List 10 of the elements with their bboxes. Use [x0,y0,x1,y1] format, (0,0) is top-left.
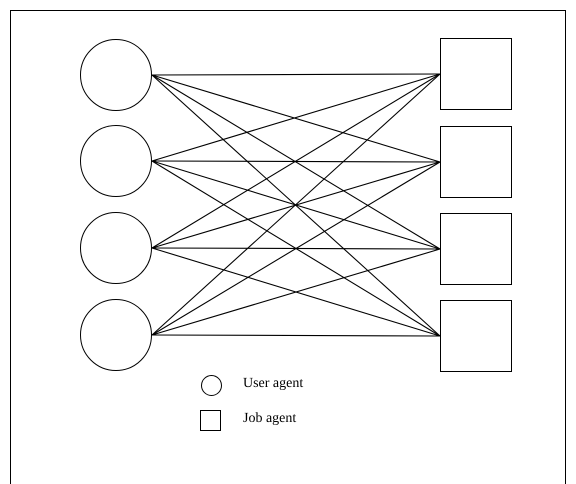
square-node [440,38,512,110]
connector-line [152,334,440,337]
square-node [440,126,512,198]
legend-label: Job agent [243,411,296,427]
legend-label: User agent [243,376,304,392]
connector-line [152,73,440,76]
square-node [440,300,512,372]
square-node [440,213,512,285]
connector-line [152,247,440,250]
connector-line [152,160,440,163]
